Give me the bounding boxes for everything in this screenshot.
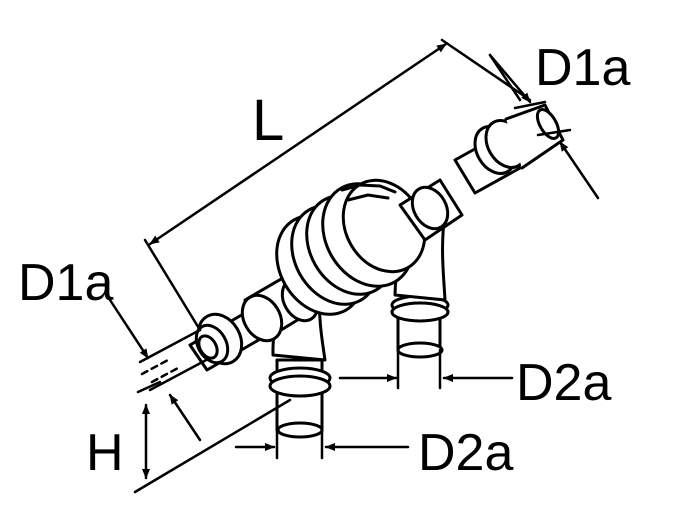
label-length: L bbox=[252, 88, 284, 153]
label-d2a-bottom: D2a bbox=[418, 424, 513, 482]
label-d1a-left: D1a bbox=[18, 254, 113, 312]
label-height: H bbox=[86, 424, 124, 482]
dimension-L bbox=[143, 38, 532, 332]
main-body bbox=[188, 103, 565, 372]
dimension-D1a-top bbox=[488, 53, 600, 200]
label-d2a-right: D2a bbox=[516, 354, 611, 412]
label-d1a-top: D1a bbox=[535, 39, 630, 97]
dimension-H bbox=[133, 380, 292, 494]
dimension-D2a-right bbox=[338, 348, 514, 390]
dimension-D2a-bottom bbox=[234, 428, 410, 460]
dimension-D1a-left bbox=[108, 298, 212, 442]
